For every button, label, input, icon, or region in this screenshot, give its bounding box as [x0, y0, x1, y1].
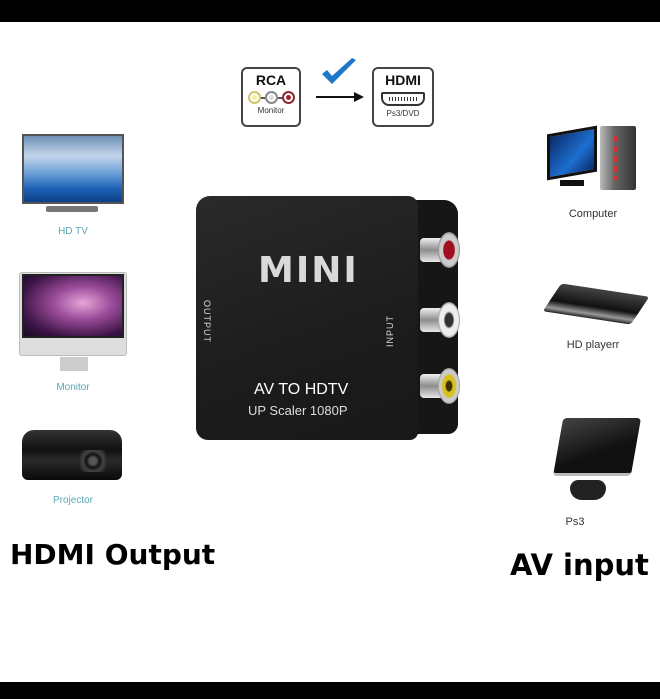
tv-stand — [46, 206, 98, 212]
computer-icon — [547, 125, 597, 181]
rca-subtitle: Monitor — [257, 106, 285, 115]
rca-source-badge: RCA Monitor — [241, 67, 301, 127]
monitor-label: Monitor — [56, 382, 90, 393]
right-arrow-icon — [316, 92, 364, 102]
projector-lens — [80, 450, 106, 472]
hdmi-output-heading: HDMI Output — [10, 538, 216, 571]
projector-label: Projector — [52, 495, 93, 506]
rca-title: RCA — [255, 72, 287, 88]
computer-stand — [560, 180, 584, 186]
rca-jacks-icon — [243, 91, 299, 104]
rca-jack-red-icon — [420, 232, 460, 268]
brand-label: MINI — [258, 250, 359, 291]
monitor-stand — [60, 357, 88, 371]
hdmi-title: HDMI — [385, 72, 421, 88]
av-to-hdmi-converter: MINI OUTPUT INPUT AV TO HDTV UP Scaler 1… — [196, 196, 460, 440]
computer-label: Computer — [568, 208, 618, 220]
hdmi-port-icon — [381, 92, 425, 106]
projector-icon — [22, 430, 122, 480]
hd-tv-label: HD TV — [58, 226, 88, 237]
computer-tower — [600, 126, 636, 190]
ps3-label: Ps3 — [565, 516, 585, 528]
product-line2: UP Scaler 1080P — [248, 403, 348, 418]
hdmi-target-badge: HDMI Ps3/DVD — [372, 67, 434, 127]
hd-player-icon — [542, 283, 650, 325]
converter-front-panel: MINI OUTPUT INPUT AV TO HDTV UP Scaler 1… — [196, 196, 418, 440]
input-label: INPUT — [385, 315, 395, 347]
rca-jack-white-icon — [420, 302, 460, 338]
checkmark-icon — [322, 58, 356, 84]
bottom-black-bar — [0, 682, 660, 699]
ps3-icon — [552, 418, 642, 476]
av-input-heading: AV input — [510, 548, 649, 582]
ps3-controller-icon — [570, 480, 606, 500]
output-label: OUTPUT — [202, 300, 212, 343]
top-black-bar — [0, 0, 660, 22]
hd-tv-icon — [22, 134, 124, 204]
product-line1: AV TO HDTV — [254, 381, 349, 398]
monitor-screen — [22, 274, 124, 338]
rca-jack-yellow-icon — [420, 368, 460, 404]
hdmi-subtitle: Ps3/DVD — [386, 109, 420, 118]
hd-player-label: HD playerr — [566, 339, 620, 351]
